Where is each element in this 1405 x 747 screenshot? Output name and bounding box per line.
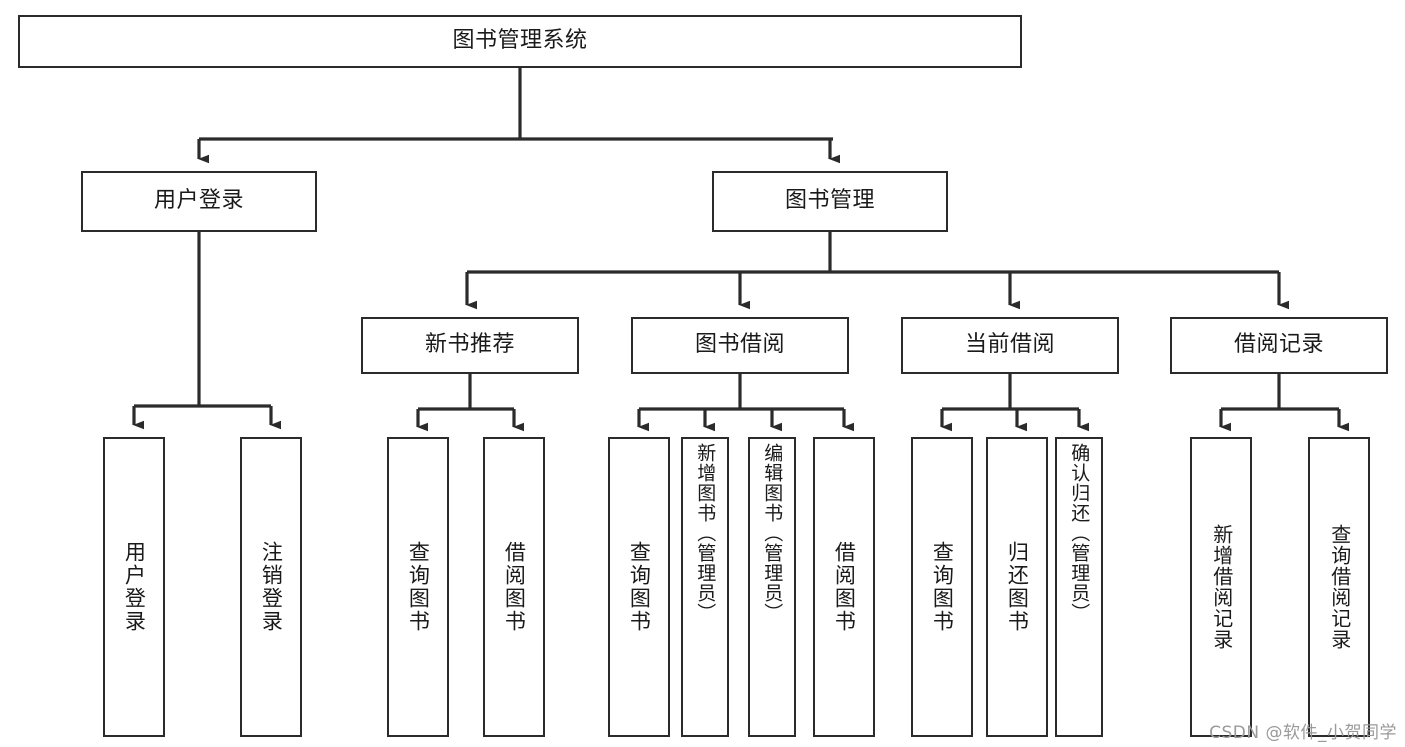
node-leaf-add-book-admin-label: 新增图书（管理员）: [694, 443, 717, 623]
node-book-manage-label: 图书管理: [784, 188, 875, 214]
leaf-text-wrap: 查询图书: [389, 439, 447, 735]
leaf-text-wrap: 归还图书: [988, 439, 1046, 735]
node-borrow-record-label: 借阅记录: [1233, 332, 1324, 358]
node-root[interactable]: 图书管理系统: [18, 15, 1022, 68]
node-book-borrow-label: 图书借阅: [694, 332, 785, 358]
node-leaf-user-logout-label: 注销登录: [259, 541, 284, 633]
node-leaf-query-borrow-record[interactable]: 查询借阅记录: [1308, 437, 1370, 737]
edge-userlogin-to-leaves: [132, 232, 281, 430]
node-leaf-return-book[interactable]: 归还图书: [986, 437, 1048, 737]
edge-newbook-to-leaves: [416, 374, 524, 432]
node-leaf-query-book-2-label: 查询图书: [627, 541, 652, 633]
leaf-text-wrap: 编辑图书（管理员）: [750, 439, 794, 735]
leaf-text-wrap: 查询图书: [913, 439, 971, 735]
node-new-book-recommend-label: 新书推荐: [424, 332, 515, 358]
edge-currentborrow-to-leaves: [940, 374, 1089, 432]
node-leaf-confirm-return-admin-label: 确认归还（管理员）: [1068, 443, 1091, 623]
edge-borrowrecord-to-leaves: [1219, 374, 1349, 432]
node-leaf-user-login-label: 用户登录: [122, 541, 147, 633]
leaf-text-wrap: 新增图书（管理员）: [683, 439, 727, 735]
leaf-text-wrap: 借阅图书: [485, 439, 543, 735]
node-leaf-query-book-1-label: 查询图书: [406, 541, 431, 633]
node-leaf-edit-book-admin-label: 编辑图书（管理员）: [761, 443, 784, 623]
node-leaf-query-book-2[interactable]: 查询图书: [608, 437, 670, 737]
node-root-label: 图书管理系统: [452, 28, 588, 54]
node-user-login-label: 用户登录: [153, 188, 244, 214]
edge-root-to-level2: [197, 68, 840, 164]
leaf-text-wrap: 新增借阅记录: [1192, 439, 1250, 735]
leaf-text-wrap: 查询图书: [610, 439, 668, 735]
node-leaf-add-borrow-record[interactable]: 新增借阅记录: [1190, 437, 1252, 737]
node-leaf-add-book-admin[interactable]: 新增图书（管理员）: [681, 437, 729, 737]
node-leaf-borrow-book-2-label: 借阅图书: [832, 541, 857, 633]
node-leaf-query-book-1[interactable]: 查询图书: [387, 437, 449, 737]
edge-bookborrow-to-leaves: [637, 374, 854, 432]
leaf-text-wrap: 确认归还（管理员）: [1057, 439, 1101, 735]
node-leaf-query-book-3[interactable]: 查询图书: [911, 437, 973, 737]
node-leaf-return-book-label: 归还图书: [1005, 541, 1030, 633]
node-leaf-add-borrow-record-label: 新增借阅记录: [1209, 524, 1234, 650]
node-current-borrow[interactable]: 当前借阅: [901, 317, 1119, 374]
leaf-text-wrap: 借阅图书: [815, 439, 873, 735]
leaf-text-wrap: 查询借阅记录: [1310, 439, 1368, 735]
node-borrow-record[interactable]: 借阅记录: [1170, 317, 1388, 374]
node-leaf-edit-book-admin[interactable]: 编辑图书（管理员）: [748, 437, 796, 737]
node-leaf-confirm-return-admin[interactable]: 确认归还（管理员）: [1055, 437, 1103, 737]
node-new-book-recommend[interactable]: 新书推荐: [361, 317, 579, 374]
node-leaf-user-logout[interactable]: 注销登录: [240, 437, 302, 737]
node-user-login[interactable]: 用户登录: [81, 171, 317, 232]
node-leaf-borrow-book-1[interactable]: 借阅图书: [483, 437, 545, 737]
node-leaf-query-book-3-label: 查询图书: [930, 541, 955, 633]
node-leaf-query-borrow-record-label: 查询借阅记录: [1327, 524, 1352, 650]
node-book-manage[interactable]: 图书管理: [712, 171, 948, 232]
leaf-text-wrap: 注销登录: [242, 439, 300, 735]
leaf-text-wrap: 用户登录: [105, 439, 163, 735]
node-book-borrow[interactable]: 图书借阅: [631, 317, 849, 374]
node-current-borrow-label: 当前借阅: [964, 332, 1055, 358]
node-leaf-borrow-book-2[interactable]: 借阅图书: [813, 437, 875, 737]
node-leaf-user-login[interactable]: 用户登录: [103, 437, 165, 737]
edge-bookmanage-to-level3: [465, 232, 1289, 310]
node-leaf-borrow-book-1-label: 借阅图书: [502, 541, 527, 633]
